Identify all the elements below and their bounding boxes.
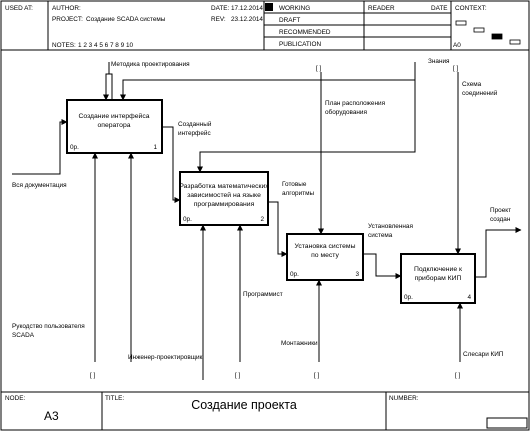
date2-label: DATE	[431, 5, 448, 12]
tunnel-marker: [ ]	[455, 372, 461, 379]
activity-box-2-title-line-2: зависимостей на языке	[187, 191, 261, 199]
label-result-2: создан	[490, 216, 511, 223]
label-layout-2: оборудования	[325, 108, 367, 116]
label-scheme-1: Схема	[462, 81, 482, 88]
tunnel-marker: [ ]	[235, 372, 241, 379]
activity-box-1[interactable]: Создание интерфейса оператора 0р. 1	[66, 99, 163, 154]
arrow-all-docs	[12, 119, 68, 175]
rev-value: 23.12.2014	[231, 16, 263, 23]
footer-frame	[1, 391, 529, 430]
date-value: 17.12.2014	[231, 5, 263, 12]
label-installed-2: система	[368, 232, 393, 239]
tunnel-marker: [ ]	[90, 372, 96, 379]
status-draft: DRAFT	[279, 17, 300, 24]
activity-box-1-cost: 0р.	[70, 144, 79, 151]
number-label: NUMBER:	[389, 395, 419, 402]
activity-box-3-title-line-1: Установка системы	[295, 243, 356, 250]
rev-label: REV:	[211, 16, 226, 23]
label-algorithms-1: Готовые	[282, 181, 307, 188]
activity-box-1-title-line-2: оператора	[97, 122, 130, 129]
arrow-knowledge-box1	[120, 62, 416, 101]
label-manual-1: Рукодство пользователя	[12, 323, 85, 330]
label-algorithms-2: алгоритмы	[282, 190, 314, 197]
label-installed-1: Установленная	[368, 223, 413, 230]
arrow-created-interface	[162, 126, 181, 203]
activity-box-4-cost: 0р.	[404, 294, 413, 301]
activity-box-2-title-line-1: Разработка математических	[179, 182, 269, 190]
arrow-methodology	[103, 62, 110, 101]
notes-value: 1 2 3 4 5 6 7 8 9 10	[78, 42, 134, 49]
activity-box-4[interactable]: Подключение к приборам КИП 0р. 4	[400, 253, 476, 304]
status-working: WORKING	[279, 5, 310, 12]
label-layout-1: План расположения	[325, 100, 386, 107]
project-label: PROJECT:	[52, 16, 83, 23]
activity-box-2-title-line-3: программирования	[194, 201, 255, 208]
activity-box-3-title-line-2: по месту	[311, 252, 339, 259]
project-value: Создание SCADA системы	[86, 16, 166, 23]
label-knowledge: Знания	[428, 58, 450, 65]
arrows	[12, 62, 522, 380]
activity-box-3-number: 3	[355, 271, 359, 278]
tunnel-marker: [ ]	[314, 372, 320, 379]
arrow-knowledge-box2	[197, 80, 416, 173]
working-status-marker	[265, 3, 273, 11]
notes-label: NOTES:	[52, 42, 76, 49]
activity-box-2-number: 2	[260, 216, 264, 223]
context-thumbnail	[455, 20, 521, 45]
label-installers: Монтажники	[281, 340, 318, 347]
label-programmer: Программист	[243, 291, 283, 298]
used-at-label: USED AT:	[5, 5, 33, 12]
date-label: DATE:	[211, 5, 230, 12]
label-methodology: Методика проектирования	[111, 61, 190, 68]
label-kip: Слесари КИП	[463, 351, 504, 358]
label-interface-2: интерфейс	[178, 129, 211, 137]
status-publication: PUBLICATION	[279, 41, 322, 48]
activity-box-2[interactable]: Разработка математических зависимостей н…	[179, 171, 269, 226]
node-value: A3	[44, 409, 59, 423]
activity-box-3[interactable]: Установка системы по месту 0р. 3	[286, 233, 364, 281]
title-label: TITLE:	[105, 395, 124, 402]
activity-box-2-cost: 0р.	[183, 216, 192, 223]
label-all-docs: Вся документация	[12, 182, 67, 189]
label-engineer: Инженер-проектировщик	[128, 354, 203, 361]
activity-box-4-number: 4	[467, 294, 471, 301]
status-recommended: RECOMMENDED	[279, 29, 331, 36]
arrow-result	[475, 227, 522, 278]
label-interface-1: Созданный	[178, 120, 212, 128]
label-result-1: Проект	[490, 207, 511, 214]
tunnel-marker: [ ]	[316, 65, 322, 72]
diagram-title: Создание проекта	[191, 398, 297, 412]
arrow-methodology-branch	[109, 73, 113, 100]
context-label: CONTEXT:	[455, 5, 487, 12]
tunnel-markers: [ ] [ ] [ ] [ ] [ ] [ ]	[90, 65, 461, 379]
activity-box-4-title-line-2: приборам КИП	[415, 274, 462, 282]
arrow-installed	[363, 253, 402, 279]
label-scheme-2: соединений	[462, 89, 498, 97]
activity-box-1-number: 1	[153, 144, 157, 151]
author-label: AUTHOR:	[52, 5, 81, 12]
tunnel-marker: [ ]	[453, 65, 459, 72]
arrow-algorithms	[268, 201, 288, 257]
activity-box-4-title-line-1: Подключение к	[414, 266, 462, 273]
label-manual-2: SCADA	[12, 332, 35, 339]
node-label: NODE:	[5, 395, 25, 402]
activity-box-1-title-line-1: Создание интерфейса	[78, 112, 149, 120]
reader-label: READER	[368, 5, 395, 12]
context-node: A0	[453, 42, 461, 49]
activity-box-3-cost: 0р.	[290, 271, 299, 278]
